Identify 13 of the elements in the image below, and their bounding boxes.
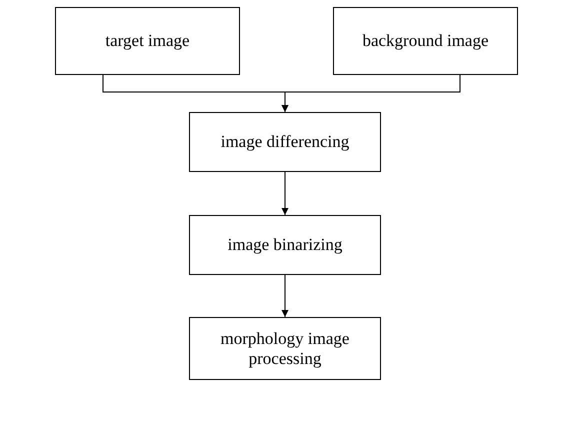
arrow: [282, 274, 288, 318]
box-label: background image: [362, 31, 489, 51]
arrow: [282, 74, 460, 112]
process-box: [189, 317, 381, 380]
process-box: [189, 215, 381, 275]
process-box: [189, 112, 381, 172]
arrow: [282, 172, 288, 216]
box-label: morphology image processing: [220, 328, 350, 368]
box-label: target image: [105, 31, 190, 51]
process-box: [333, 7, 518, 75]
box-label: image binarizing: [228, 235, 342, 255]
box-label: image differencing: [220, 132, 350, 152]
process-box: [55, 7, 240, 75]
